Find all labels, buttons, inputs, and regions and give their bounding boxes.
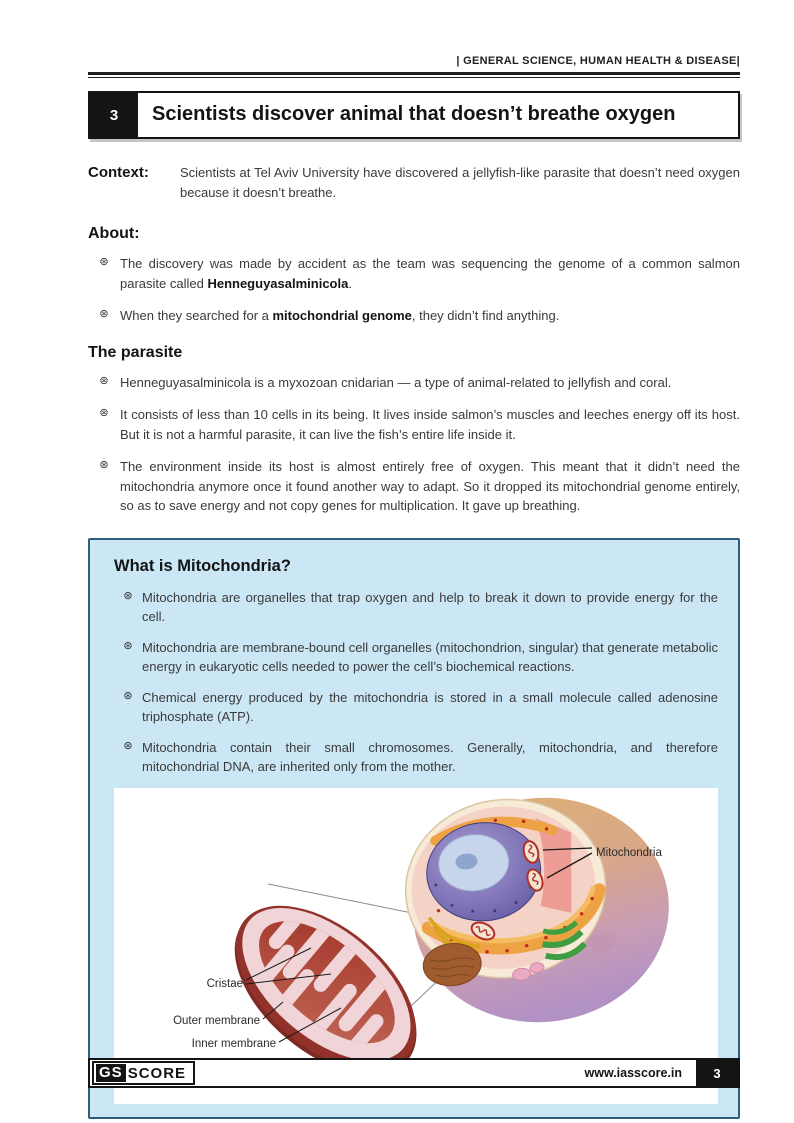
bullet-icon: ⊛ — [99, 308, 109, 321]
label-cristae: Cristae — [207, 978, 243, 990]
list-item: ⊛ The discovery was made by accident as … — [88, 254, 740, 293]
label-line — [245, 973, 332, 985]
parasite-bullet-2: It consists of less than 10 cells in its… — [120, 407, 740, 442]
footer-website-link[interactable]: www.iasscore.in — [584, 1066, 683, 1080]
list-item: ⊛ Chemical energy produced by the mitoch… — [114, 688, 718, 727]
label-line — [262, 1001, 284, 1020]
bullet-text: The discovery was made by accident as th… — [120, 256, 740, 291]
bullet-icon: ⊛ — [99, 256, 109, 269]
mitochondria-info-box: What is Mitochondria? ⊛ Mitochondria are… — [88, 537, 740, 1119]
list-item: ⊛ Mitochondria are membrane-bound cell o… — [114, 638, 718, 677]
rough-organelle — [422, 942, 482, 986]
bullet-text: . — [348, 275, 352, 291]
list-item: ⊛ The environment inside its host is alm… — [88, 457, 740, 516]
header-double-rule — [88, 72, 740, 78]
label-outer-membrane: Outer membrane — [173, 1015, 260, 1027]
logo-gs-block: GS — [96, 1064, 126, 1082]
chapter-title: Scientists discover animal that doesn’t … — [152, 103, 676, 125]
mito-bullet-1: Mitochondria are organelles that trap ox… — [142, 589, 718, 625]
list-item: ⊛ Mitochondria contain their small chrom… — [114, 738, 718, 777]
about-bullet-1: The discovery was made by accident as th… — [120, 254, 740, 293]
bullet-bold-term: Henneguyasalminicola — [207, 275, 349, 291]
mito-bullet-3: Chemical energy produced by the mitochon… — [142, 689, 718, 725]
mitochondria-diagram: Mitochondria — [114, 787, 718, 1104]
bullet-icon: ⊛ — [99, 374, 109, 387]
logo-score-text: SCORE — [127, 1064, 187, 1082]
parasite-bullet-3: The environment inside its host is almos… — [120, 459, 740, 514]
parasite-bullet-1: Henneguyasalminicola is a myxozoan cnida… — [120, 374, 672, 390]
label-line — [278, 1007, 342, 1043]
bullet-icon: ⊛ — [99, 407, 109, 420]
label-mitochondria: Mitochondria — [596, 847, 662, 859]
label-line — [245, 947, 312, 981]
small-mitochondrion — [526, 868, 544, 892]
parasite-heading: The parasite — [88, 343, 183, 361]
small-mitochondrion — [522, 840, 540, 864]
header-category: | GENERAL SCIENCE, HUMAN HEALTH & DISEAS… — [456, 55, 740, 67]
bullet-icon: ⊛ — [99, 459, 109, 472]
footer-bar: GS SCORE www.iasscore.in 3 — [88, 1058, 740, 1088]
chapter-title-bar: 3 Scientists discover animal that doesn’… — [88, 91, 740, 139]
animal-cell — [404, 797, 669, 1022]
page-number-badge: 3 — [696, 1060, 738, 1086]
small-mitochondrion — [470, 921, 496, 941]
context-label: Context: — [88, 164, 149, 181]
bullet-bold-term: mitochondrial genome — [272, 308, 412, 324]
cut-band — [535, 817, 572, 913]
bullet-text: When they searched for a — [120, 308, 273, 324]
about-heading: About: — [88, 225, 140, 243]
label-line — [546, 852, 593, 879]
label-line — [542, 847, 593, 851]
gsscore-logo: GS SCORE — [92, 1061, 196, 1085]
list-item: ⊛ It consists of less than 10 cells in i… — [88, 405, 740, 444]
mito-bullet-2: Mitochondria are membrane-bound cell org… — [142, 639, 718, 675]
vesicle — [529, 961, 545, 974]
mito-bullet-4: Mitochondria contain their small chromos… — [142, 739, 718, 775]
bullet-icon: ⊛ — [123, 739, 133, 752]
list-item: ⊛ When they searched for a mitochondrial… — [88, 306, 740, 326]
list-item: ⊛ Mitochondria are organelles that trap … — [114, 588, 718, 627]
label-inner-membrane: Inner membrane — [192, 1038, 276, 1050]
vesicle — [512, 967, 532, 981]
context-text: Scientists at Tel Aviv University have d… — [180, 165, 740, 201]
green-organelle — [541, 920, 587, 960]
list-item: ⊛ Henneguyasalminicola is a myxozoan cni… — [88, 373, 740, 393]
mitochondrion-cutaway — [234, 904, 417, 1075]
cell-mitochondria-illustration: Mitochondria — [173, 797, 669, 1075]
context-section: Context: Scientists at Tel Aviv Universi… — [88, 163, 740, 203]
mitochondria-box-heading: What is Mitochondria? — [114, 556, 291, 575]
bullet-icon: ⊛ — [123, 689, 133, 702]
bullet-icon: ⊛ — [123, 639, 133, 652]
chapter-number-badge: 3 — [90, 93, 138, 137]
bullet-icon: ⊛ — [123, 589, 133, 602]
bullet-text: , they didn’t find anything. — [411, 308, 560, 324]
about-bullet-2: When they searched for a mitochondrial g… — [120, 306, 740, 326]
